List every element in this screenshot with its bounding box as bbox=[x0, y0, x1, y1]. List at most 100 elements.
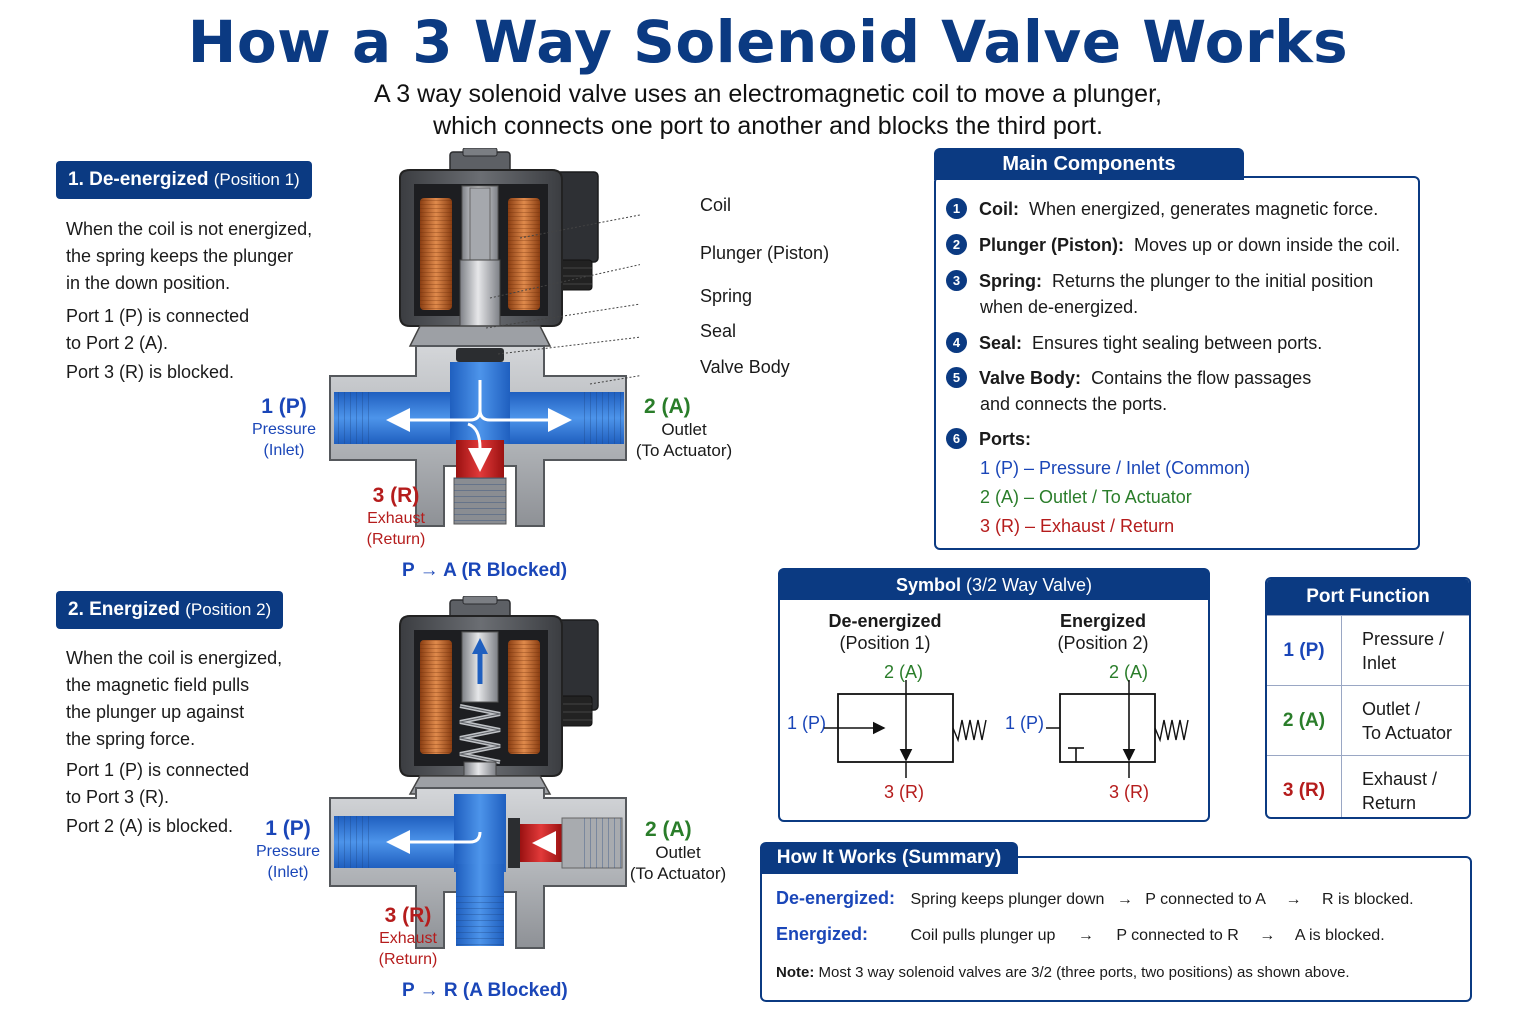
v2-port-a-num: 2 (A) bbox=[645, 818, 692, 841]
summary-de-key: De-energized: bbox=[776, 888, 896, 908]
v1-port-a-label: 2 (A) Outlet (To Actuator) bbox=[626, 395, 742, 461]
v1-port-r-num: 3 (R) bbox=[372, 484, 420, 507]
callout-valve-body: Valve Body bbox=[700, 357, 790, 377]
component-number: 6 bbox=[946, 428, 967, 449]
subtitle-line-1: A 3 way solenoid valve uses an electroma… bbox=[374, 80, 1162, 108]
v2-port-p-sub2: (Inlet) bbox=[267, 864, 309, 881]
symbol-heading-sub: (3/2 Way Valve) bbox=[965, 575, 1093, 595]
v2-port-a-sub2: (To Actuator) bbox=[629, 864, 727, 883]
component-name: Ports: bbox=[979, 429, 1032, 449]
symbol-left-title-block: De-energized (Position 1) bbox=[800, 610, 970, 654]
callout-coil: Coil bbox=[700, 195, 732, 215]
v2-port-a-label: 2 (A) Outlet (To Actuator) bbox=[620, 818, 736, 884]
s2-desc-4: the spring force. bbox=[66, 729, 196, 749]
table-row: 3 (R) Exhaust /Return bbox=[1267, 755, 1469, 817]
section1-tab-main: 1. De-energized bbox=[68, 169, 209, 190]
summary-arrow: → bbox=[1285, 891, 1302, 908]
summary-content: De-energized: Spring keeps plunger down … bbox=[760, 856, 1468, 998]
summary-de-b: P connected to A bbox=[1145, 891, 1266, 908]
component-text: When energized, generates magnetic force… bbox=[1029, 199, 1379, 219]
port-cell: 2 (A) bbox=[1267, 685, 1342, 756]
v2-port-r-sub2: (Return) bbox=[378, 951, 438, 968]
v1-flow-label: P → A (R Blocked) bbox=[402, 560, 568, 581]
symbol-drawings bbox=[824, 680, 1189, 778]
v1-port-a-sub1: Outlet bbox=[661, 420, 707, 439]
port-function-table: 1 (P) Pressure /Inlet 2 (A) Outlet /To A… bbox=[1267, 615, 1469, 817]
summary-en-a: Coil pulls plunger up bbox=[910, 927, 1056, 944]
section1-description: When the coil is not energized, the spri… bbox=[66, 216, 336, 386]
component-text: Moves up or down inside the coil. bbox=[1134, 235, 1401, 255]
section2-tab-sub: (Position 2) bbox=[185, 600, 272, 619]
s2-desc-1: When the coil is energized, bbox=[66, 648, 283, 668]
component-text: Returns the plunger to the initial posit… bbox=[1052, 271, 1374, 291]
port-cell: 1 (P) bbox=[1267, 615, 1342, 686]
v1-port-p-num: 1 (P) bbox=[261, 395, 307, 418]
port-function-panel: Port Function 1 (P) Pressure /Inlet 2 (A… bbox=[1265, 577, 1471, 819]
component-text-cont: and connects the ports. bbox=[980, 394, 1168, 414]
section2-tab: 2. Energized (Position 2) bbox=[56, 591, 284, 629]
symbol-right-a: 2 (A) bbox=[1109, 662, 1149, 682]
port-cell: 3 (R) bbox=[1267, 755, 1342, 817]
summary-note-text: Most 3 way solenoid valves are 3/2 (thre… bbox=[818, 964, 1350, 981]
callout-plunger: Plunger (Piston) bbox=[700, 243, 830, 263]
v1-port-a-sub2: (To Actuator) bbox=[635, 441, 733, 460]
valve-diagram-de-energized bbox=[329, 148, 640, 527]
s1-desc-3: in the down position. bbox=[66, 273, 231, 293]
summary-de-a: Spring keeps plunger down bbox=[910, 891, 1105, 908]
v2-port-p-label: 1 (P) Pressure (Inlet) bbox=[240, 817, 336, 883]
component-number: 4 bbox=[946, 332, 967, 353]
summary-arrow: → bbox=[1077, 927, 1094, 944]
s2-desc-3: the plunger up against bbox=[66, 702, 245, 722]
summary-de-c: R is blocked. bbox=[1321, 891, 1414, 908]
v1-port-r-sub2: (Return) bbox=[366, 531, 426, 548]
v2-port-a-sub1: Outlet bbox=[655, 843, 701, 862]
summary-heading: How It Works (Summary) bbox=[760, 842, 1018, 874]
v1-port-p-label: 1 (P) Pressure (Inlet) bbox=[236, 395, 332, 461]
summary-en-c: A is blocked. bbox=[1294, 927, 1385, 944]
symbol-left-r: 3 (R) bbox=[884, 782, 924, 802]
component-port-p: 1 (P) – Pressure / Inlet (Common) bbox=[980, 458, 1251, 478]
component-name: Plunger (Piston): bbox=[979, 235, 1124, 255]
subtitle-line-2: which connects one port to another and b… bbox=[433, 112, 1103, 140]
component-name: Seal: bbox=[979, 333, 1023, 353]
component-number: 2 bbox=[946, 234, 967, 255]
component-port-r: 3 (R) – Exhaust / Return bbox=[980, 516, 1175, 536]
symbol-right-title-block: Energized (Position 2) bbox=[1018, 610, 1188, 654]
symbol-left-sub: (Position 1) bbox=[839, 633, 931, 653]
section2-description: When the coil is energized, the magnetic… bbox=[66, 645, 306, 840]
v1-port-r-label: 3 (R) Exhaust (Return) bbox=[348, 484, 444, 550]
components-list: 1 Coil: When energized, generates magneti… bbox=[934, 176, 1416, 546]
callout-seal: Seal bbox=[700, 321, 737, 341]
v2-port-p-sub1: Pressure bbox=[255, 843, 321, 860]
summary-de-energized: De-energized: Spring keeps plunger down … bbox=[776, 888, 1414, 909]
symbol-left-title: De-energized bbox=[828, 611, 942, 631]
function-cell: Outlet /To Actuator bbox=[1341, 685, 1469, 756]
component-coil: 1 Coil: When energized, generates magneti… bbox=[946, 196, 1378, 222]
function-cell: Exhaust /Return bbox=[1341, 755, 1469, 817]
valve-diagram-energized bbox=[329, 596, 627, 949]
v2-flow-label: P → R (A Blocked) bbox=[402, 980, 568, 1001]
page-subtitle: A 3 way solenoid valve uses an electroma… bbox=[0, 78, 1536, 142]
symbol-heading-main: Symbol bbox=[895, 575, 961, 595]
symbol-panel bbox=[778, 568, 1210, 822]
function-cell: Pressure /Inlet bbox=[1341, 615, 1469, 686]
v2-port-r-sub1: Exhaust bbox=[379, 930, 437, 947]
s1-desc-4: Port 1 (P) is connected bbox=[66, 306, 250, 326]
s2-desc-6: to Port 3 (R). bbox=[66, 787, 170, 807]
function-line: Return bbox=[1362, 792, 1417, 813]
summary-en-b: P connected to R bbox=[1116, 927, 1239, 944]
symbol-left-p: 1 (P) bbox=[787, 713, 827, 733]
s1-desc-2: the spring keeps the plunger bbox=[66, 246, 294, 266]
summary-arrow: → bbox=[1116, 891, 1133, 908]
summary-arrow: → bbox=[1259, 927, 1276, 944]
v2-port-r-label: 3 (R) Exhaust (Return) bbox=[360, 904, 456, 970]
component-name: Coil: bbox=[979, 199, 1019, 219]
component-text: Ensures tight sealing between ports. bbox=[1032, 333, 1323, 353]
s1-desc-5: to Port 2 (A). bbox=[66, 333, 169, 353]
s2-desc-2: the magnetic field pulls bbox=[66, 675, 250, 695]
function-line: Pressure / bbox=[1362, 628, 1445, 649]
component-plunger: 2 Plunger (Piston): Moves up or down insi… bbox=[946, 232, 1400, 258]
component-number: 1 bbox=[946, 198, 967, 219]
